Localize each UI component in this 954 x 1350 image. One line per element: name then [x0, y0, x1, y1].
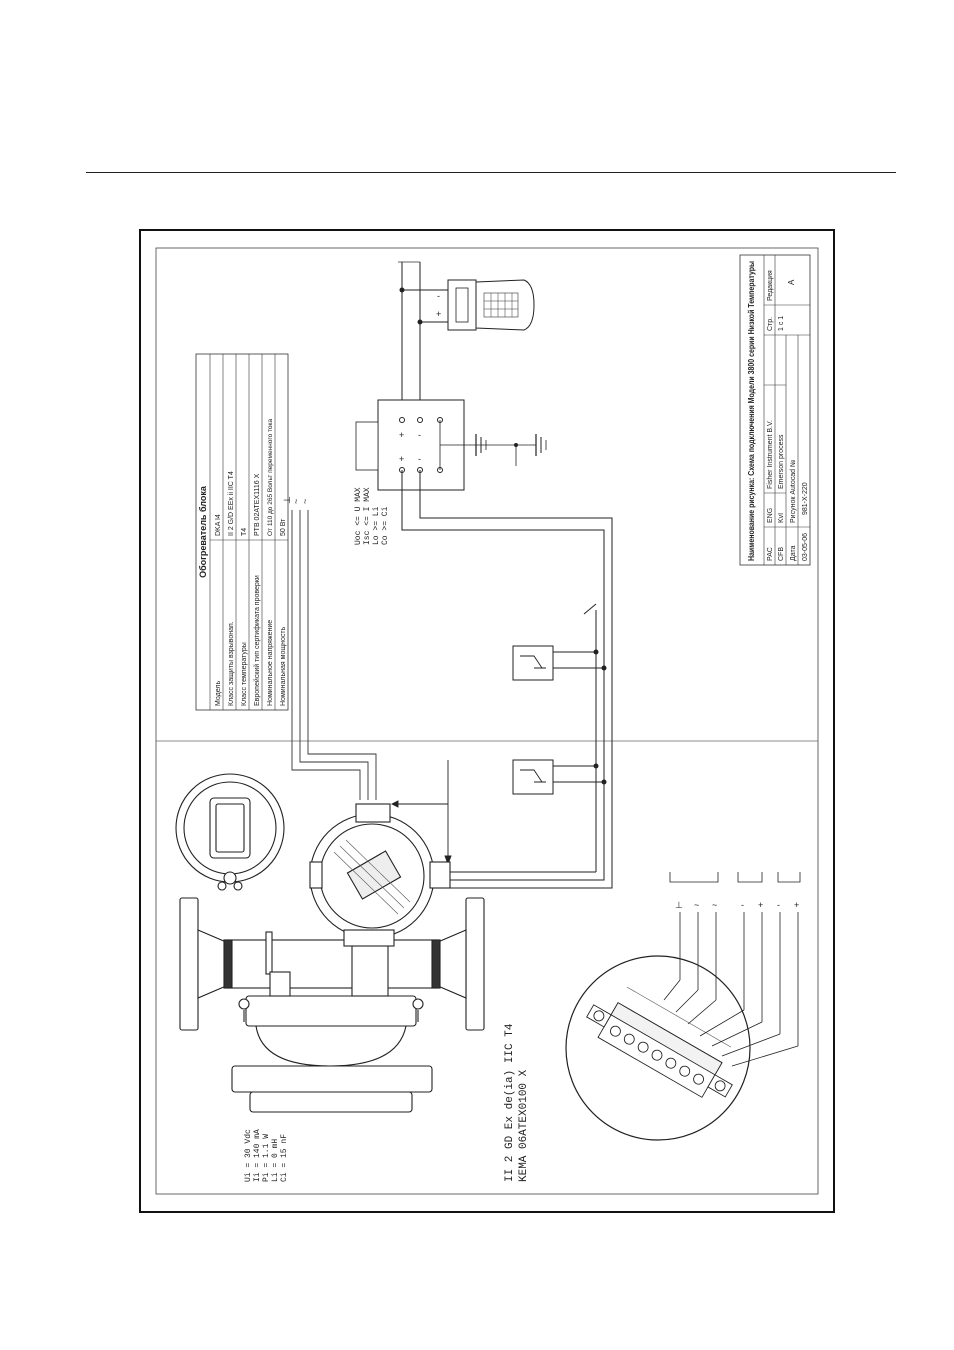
display-cover: [175, 773, 285, 891]
heater-row-value: 50 Вт: [280, 518, 287, 536]
barrier-terminal-label: +: [399, 430, 404, 440]
param-line: Ci = 15 nF: [280, 1134, 289, 1182]
barrier-terminal-label: +: [399, 454, 404, 464]
outer-frame: [139, 229, 835, 1213]
terminal-leaders: [663, 872, 801, 1067]
terminal-labels: ⊥ ~ ~ - + - +: [675, 900, 799, 910]
title-cell: 981-X-220: [802, 482, 809, 515]
heater-row-value: От 110 до 265 Вольт переменного тока: [267, 418, 274, 536]
title-cell: Редакция: [767, 270, 774, 301]
title-cell: KvI: [778, 513, 785, 523]
certification-marking: II 2 GD Ex de(ia) IIC T4 KEMA 06ATEX0100…: [504, 1023, 530, 1182]
title-cell: Emerson process: [778, 434, 785, 489]
title-cell: Рисунок Autocad №: [790, 460, 797, 524]
flowmeter: [179, 803, 485, 1113]
terminal-label: ~: [712, 900, 717, 910]
supply-label: ~: [291, 499, 301, 504]
title-cell: A: [787, 279, 796, 285]
terminal-label: -: [777, 900, 780, 910]
signal-wiring: [401, 470, 613, 889]
cert-line: KEMA 06ATEX0100 X: [518, 1069, 530, 1182]
param-line: Lo >= Li: [372, 506, 381, 545]
terminal-detail: [565, 955, 751, 1141]
barrier-terminal-label: -: [418, 430, 421, 440]
heater-row-value: PTB 02ATEX1116 X: [254, 473, 261, 536]
terminal-label: +: [794, 900, 799, 910]
safety-barrier: + - + -: [355, 399, 547, 491]
param-line: Pi = 1.1 W: [262, 1134, 271, 1182]
entity-params: Ui = 30 Vdc Ii = 140 mA Pi = 1.1 W Li = …: [244, 1129, 289, 1182]
terminal-label: ⊥: [675, 900, 683, 910]
hart-terminal-label: -: [437, 291, 440, 301]
supply-label: ~: [300, 499, 310, 504]
param-line: Ui = 30 Vdc: [244, 1129, 253, 1182]
param-line: Li = 0 mH: [271, 1139, 280, 1182]
hart-communicator: - +: [398, 261, 535, 420]
heater-row-label: Модель: [215, 681, 222, 706]
heater-row-value: DKA I4: [215, 514, 222, 536]
title-cell: 1 с 1: [778, 316, 785, 331]
cert-line: II 2 GD Ex de(ia) IIC T4: [504, 1023, 516, 1182]
heater-row-value: T4: [241, 528, 248, 536]
supply-label: ⊥: [282, 496, 292, 504]
heater-row-label: Класс защиты взрывонап.: [228, 621, 235, 706]
heater-table: Обогреватель блока Модель DKA I4 Класс з…: [195, 353, 289, 711]
limit-switch: [512, 645, 607, 681]
heater-table-title: Обогреватель блока: [198, 485, 208, 578]
heater-row-label: Европейский тип сертификата проверки: [253, 575, 261, 706]
param-line: Isc <= I MAX: [363, 487, 372, 545]
heater-row-value: II 2 G/D EEx ii IIC T4: [228, 471, 235, 536]
supply-wiring: [291, 510, 377, 800]
barrier-terminal-label: -: [418, 454, 421, 464]
heater-row-label: Класс температуры: [241, 642, 248, 706]
title-cell: CFB: [778, 547, 785, 561]
title-cell: ENG: [767, 508, 774, 523]
title-block: Наименование рисунка: Схема подключения …: [739, 254, 811, 566]
page-header-rule: [86, 172, 896, 173]
title-cell: 03-05-06: [802, 533, 809, 561]
title-cell: Дата: [790, 545, 797, 561]
param-line: Uoc <= U MAX: [354, 487, 363, 545]
terminal-label: +: [758, 900, 763, 910]
heater-row-label: Номинальная мощность: [280, 626, 287, 706]
terminal-label: -: [741, 900, 744, 910]
param-line: Ii = 140 mA: [253, 1129, 262, 1182]
param-line: Co >= Ci: [381, 506, 390, 545]
supply-labels: ⊥ ~ ~: [282, 496, 310, 504]
drawing-title: Наименование рисунка: Схема подключения …: [747, 261, 756, 561]
intrinsic-safety-params: Uoc <= U MAX Isc <= I MAX Lo >= Li Co >=…: [354, 487, 390, 545]
terminal-label: ~: [694, 900, 699, 910]
title-cell: Стр.: [767, 317, 774, 331]
title-cell: Fisher Instrument B.V.: [767, 420, 774, 489]
limit-switch: [512, 759, 607, 795]
heater-row-label: Номинальное напряжение: [267, 620, 274, 706]
title-cell: РАС: [767, 547, 774, 561]
hart-terminal-label: +: [436, 309, 441, 319]
inner-frame: [155, 247, 819, 1195]
